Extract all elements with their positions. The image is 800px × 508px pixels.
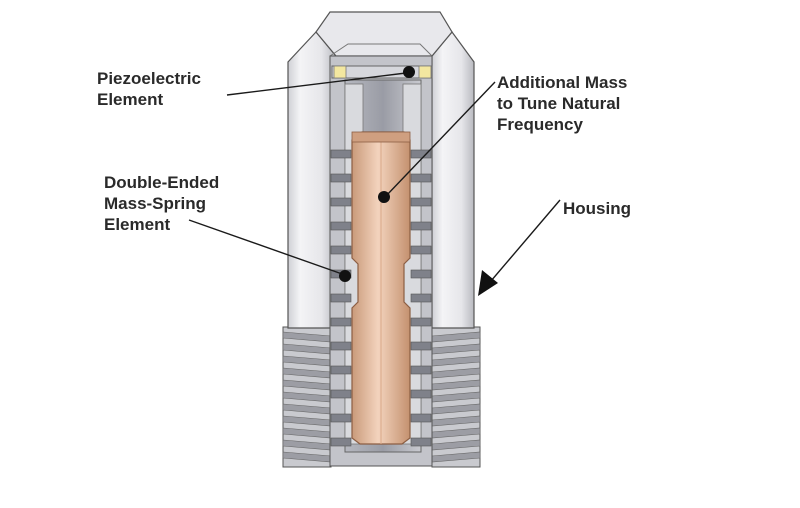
spring-leader: [188, 219, 346, 276]
spring-fin: [330, 341, 352, 351]
leader-dots: [339, 66, 498, 296]
label-line: Double-Ended: [104, 173, 220, 192]
piezo-disc-left: [333, 65, 347, 79]
spring-fin: [410, 293, 432, 303]
spring-fin: [410, 317, 432, 327]
spring-fin: [330, 365, 352, 375]
mass-spring-element: [351, 131, 411, 445]
label-line: Additional Mass: [497, 73, 628, 92]
spring-fin: [330, 221, 352, 231]
housing-leader: [484, 199, 561, 289]
spring-fin: [410, 413, 432, 423]
housing-arrowhead: [478, 270, 498, 296]
spring-fin: [330, 317, 352, 327]
spring-fin: [330, 389, 352, 399]
mass-leader: [384, 81, 496, 198]
spring-fin: [410, 389, 432, 399]
label-line: Frequency: [497, 115, 583, 134]
spring-fin: [330, 173, 352, 183]
label-line: Piezoelectric: [97, 69, 201, 88]
spring-fin: [410, 341, 432, 351]
spring-fin: [410, 365, 432, 375]
label-mass-spring-element: Double-Ended Mass-Spring Element: [104, 172, 219, 235]
label-line: Mass-Spring: [104, 194, 207, 213]
label-line: Element: [104, 215, 171, 234]
spring-fin: [330, 245, 352, 255]
spring-fin: [330, 149, 352, 159]
mass-dot: [378, 191, 390, 203]
spring-fin: [410, 269, 432, 279]
spring-fin: [330, 293, 352, 303]
thread-left: [282, 326, 332, 468]
spring-fin: [330, 413, 352, 423]
spring-dot: [339, 270, 351, 282]
spring-fin: [410, 197, 432, 207]
spring-fin: [410, 437, 432, 447]
piezo-leader: [226, 72, 407, 96]
label-line: Element: [97, 90, 164, 109]
thread-right: [431, 326, 481, 468]
leader-lines: [188, 72, 561, 289]
housing-body: [287, 11, 475, 329]
spring-fin: [410, 149, 432, 159]
spring-fin: [410, 173, 432, 183]
spring-fin: [410, 245, 432, 255]
label-line: Housing: [563, 199, 631, 218]
spring-fins-right: [410, 149, 432, 447]
piezo-disc-right: [418, 65, 432, 79]
spring-fin: [410, 221, 432, 231]
label-piezoelectric-element: Piezoelectric Element: [97, 68, 201, 110]
label-additional-mass: Additional Mass to Tune Natural Frequenc…: [497, 72, 627, 135]
piezo-dot: [403, 66, 415, 78]
spring-fin: [330, 197, 352, 207]
label-line: to Tune Natural: [497, 94, 621, 113]
label-housing: Housing: [563, 198, 631, 219]
spring-fin: [330, 437, 352, 447]
